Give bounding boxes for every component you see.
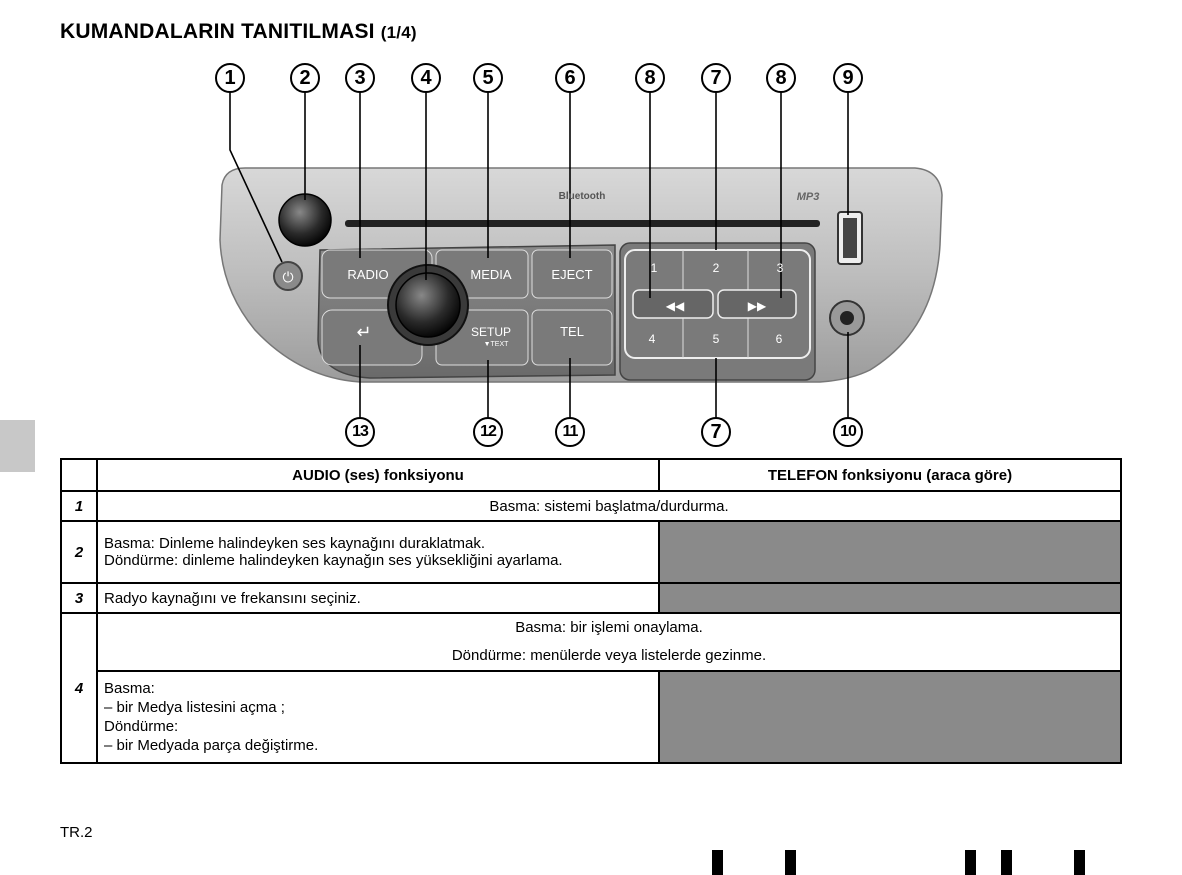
panel-label-eject: EJECT — [551, 267, 592, 282]
row-2-line-1: Basma: Dinleme halindeyken ses kaynağını… — [104, 535, 486, 552]
row-4-line-4: – bir Medyada parça değiştirme. — [104, 737, 319, 754]
row-4-shared: Basma: bir işlemi onaylama. Döndürme: me… — [96, 612, 1122, 672]
panel-label-radio: RADIO — [347, 267, 388, 282]
registration-mark — [965, 850, 976, 875]
panel-label-media: MEDIA — [470, 267, 512, 282]
table-header-row: AUDIO (ses) fonksiyonu TELEFON fonksiyon… — [60, 458, 1122, 492]
preset-outline — [624, 249, 811, 359]
row-2-audio: Basma: Dinleme halindeyken ses kaynağını… — [96, 520, 660, 584]
title-main: KUMANDALARIN TANITILMASI — [60, 20, 375, 43]
callout-7-bottom: 7 — [701, 417, 731, 447]
callout-lines-bottom — [359, 332, 849, 418]
header-num-cell — [60, 458, 98, 492]
callout-8-right: 8 — [766, 63, 796, 93]
header-audio: AUDIO (ses) fonksiyonu — [96, 458, 660, 492]
mp3-logo-text: MP3 — [797, 191, 820, 203]
preset-label-5: 5 — [713, 332, 720, 346]
panel-label-setup-sub: ▼TEXT — [484, 341, 510, 348]
callout-8-left: 8 — [635, 63, 665, 93]
callout-10: 10 — [833, 417, 863, 447]
row-4-shared-line-2: Döndürme: menülerde veya listelerde gezi… — [451, 647, 767, 664]
registration-mark — [712, 850, 723, 875]
callout-9: 9 — [833, 63, 863, 93]
panel-labels: RADIO MEDIA EJECT SETUP ▼TEXT TEL ↵ 1 2 … — [347, 261, 783, 348]
tel-button[interactable] — [531, 309, 613, 366]
power-button[interactable] — [273, 261, 303, 291]
row-2-line-2: Döndürme: dinleme halindeyken kaynağın s… — [104, 552, 563, 569]
row-4-line-1: Basma: — [104, 680, 155, 697]
callout-4: 4 — [411, 63, 441, 93]
table-row-1: 1 Basma: sistemi başlatma/durdurma. — [60, 490, 1122, 522]
radio-panel-drawing: ◀◀ ▶▶ ⏻ — [219, 92, 943, 418]
callout-11: 11 — [555, 417, 585, 447]
callout-5: 5 — [473, 63, 503, 93]
row-number: 2 — [60, 520, 98, 584]
row-number: 4 — [60, 612, 98, 764]
title-page-indicator: (1/4) — [380, 23, 417, 42]
callout-12: 12 — [473, 417, 503, 447]
callout-7-top: 7 — [701, 63, 731, 93]
row-4-line-2: – bir Medya listesini açma ; — [104, 699, 285, 716]
table-row-4-shared: 4 Basma: bir işlemi onaylama. Döndürme: … — [60, 612, 1122, 764]
preset-label-2: 2 — [713, 261, 720, 275]
registration-mark — [1074, 850, 1085, 875]
row-4-telefon — [658, 670, 1122, 764]
preset-label-1: 1 — [651, 261, 658, 275]
callout-3: 3 — [345, 63, 375, 93]
registration-mark — [1001, 850, 1012, 875]
controls-table: AUDIO (ses) fonksiyonu TELEFON fonksiyon… — [60, 458, 1122, 764]
seek-forward-icon: ▶▶ — [748, 299, 767, 313]
center-knob[interactable] — [395, 272, 461, 338]
panel-label-tel: TEL — [560, 324, 584, 339]
page-number: TR.2 — [60, 824, 93, 841]
preset-label-6: 6 — [776, 332, 783, 346]
usb-port-inner — [843, 218, 857, 258]
panel-label-setup: SETUP — [471, 325, 511, 339]
row-1-text: Basma: sistemi başlatma/durdurma. — [96, 490, 1122, 522]
radio-panel-figure: ◀◀ ▶▶ ⏻ — [215, 63, 943, 447]
volume-knob[interactable] — [278, 193, 332, 247]
row-number: 1 — [60, 490, 98, 522]
page-title: KUMANDALARIN TANITILMASI (1/4) — [60, 20, 417, 44]
row-4-audio: Basma: – bir Medya listesini açma ; Dönd… — [96, 670, 660, 764]
row-3-audio: Radyo kaynağını ve frekansını seçiniz. — [96, 582, 660, 614]
row-3-telefon — [658, 582, 1122, 614]
row-4-line-3: Döndürme: — [104, 718, 179, 735]
row-number: 3 — [60, 582, 98, 614]
callout-lines-top — [229, 92, 849, 298]
row-4-shared-line-1: Basma: bir işlemi onaylama. — [515, 619, 703, 636]
table-row-2: 2 Basma: Dinleme halindeyken ses kaynağı… — [60, 520, 1122, 584]
seek-forward-button[interactable] — [717, 289, 797, 319]
power-icon: ⏻ — [282, 270, 293, 286]
side-tab — [0, 420, 35, 472]
callout-6: 6 — [555, 63, 585, 93]
registration-mark — [785, 850, 796, 875]
back-arrow-icon: ↵ — [356, 322, 371, 342]
row-2-telefon — [658, 520, 1122, 584]
seek-back-button[interactable] — [632, 289, 714, 319]
preset-label-3: 3 — [777, 261, 784, 275]
callout-13: 13 — [345, 417, 375, 447]
seek-back-icon: ◀◀ — [666, 299, 685, 313]
callout-2: 2 — [290, 63, 320, 93]
callout-1: 1 — [215, 63, 245, 93]
bluetooth-logo-text: Bluetooth — [559, 191, 606, 202]
table-row-3: 3 Radyo kaynağını ve frekansını seçiniz. — [60, 582, 1122, 614]
aux-jack-hole — [840, 311, 854, 325]
preset-label-4: 4 — [649, 332, 656, 346]
header-telefon: TELEFON fonksiyonu (araca göre) — [658, 458, 1122, 492]
cd-slot — [345, 220, 820, 227]
eject-button[interactable] — [531, 249, 613, 299]
table-row-4-audio: Basma: – bir Medya listesini açma ; Dönd… — [61, 670, 1122, 764]
